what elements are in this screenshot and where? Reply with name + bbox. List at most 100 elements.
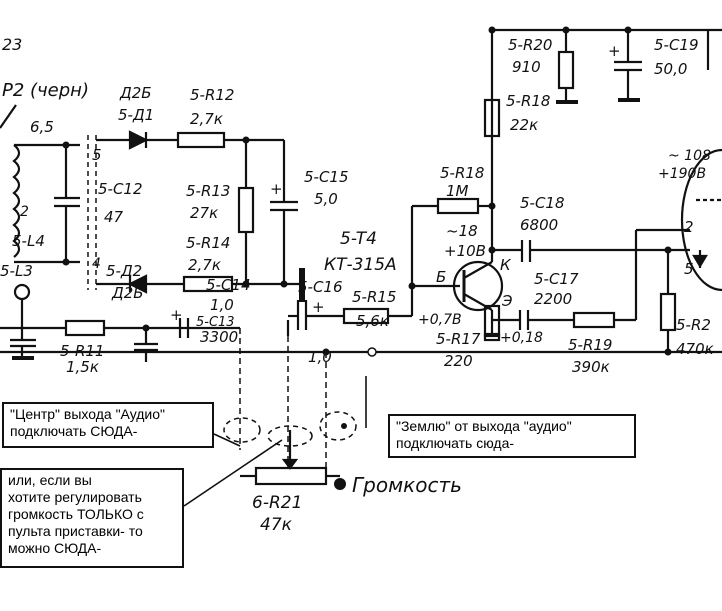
volume-label: Громкость <box>352 473 462 497</box>
note-center-connection: "Центр" выхода "Аудио" подключать СЮДА- <box>2 402 214 448</box>
resistor-r17-cap <box>483 332 501 338</box>
r21-value: 47к <box>260 515 293 535</box>
coil-tap-label: 4 <box>92 256 101 272</box>
c18-value: 6800 <box>520 216 558 234</box>
r18-22k-value: 22к <box>510 116 538 134</box>
resistor-r18-1m <box>436 197 480 215</box>
junction <box>664 246 672 254</box>
junction <box>488 202 496 210</box>
tube-voltage-dc: +190В <box>658 166 706 182</box>
note-line: или, если вы <box>8 472 92 488</box>
note-alt-connection: или, если вы хотите регулировать громкос… <box>0 468 184 568</box>
c15-value: 5,0 <box>314 190 338 208</box>
r11-value: 1,5к <box>66 358 99 376</box>
l3-ref: 5-L3 <box>0 262 33 280</box>
c13-ref: 5-C13 <box>196 315 235 330</box>
t4-ref: 5-T4 <box>340 229 377 249</box>
junction <box>488 26 496 34</box>
polarity-plus: + <box>608 42 621 60</box>
r15-ref: 5-R15 <box>352 288 396 306</box>
note-ground-connection: "Землю" от выхода "аудио" подключать сюд… <box>388 414 636 458</box>
resistor-r20 <box>557 50 575 90</box>
coil-tap-label: 5 <box>92 146 102 164</box>
r21-ref: 6-R21 <box>252 493 302 513</box>
coil-tap-label: 6,5 <box>30 118 54 136</box>
tube-pin-label: 2 <box>684 218 694 236</box>
c12-ref: 5-C12 <box>98 180 143 198</box>
junction <box>664 348 672 356</box>
c15-ref: 5-C15 <box>304 168 349 186</box>
r2x-ref: 5-R2 <box>676 316 711 334</box>
r13-ref: 5-R13 <box>186 182 230 200</box>
l3-terminal <box>13 283 31 301</box>
junction <box>62 258 70 266</box>
junction <box>408 282 416 290</box>
polarity-plus: + <box>170 306 183 324</box>
c12-value: 47 <box>104 208 124 226</box>
junction <box>142 324 150 332</box>
r20-ref: 5-R20 <box>508 36 552 54</box>
transistor-t4 <box>452 260 504 312</box>
d2-ref: 5-Д2 <box>106 262 142 280</box>
r20-value: 910 <box>512 58 541 76</box>
r13-value: 27к <box>190 204 218 222</box>
pin-emitter: Э <box>501 292 513 310</box>
junction <box>624 26 632 34</box>
d1-ref: 5-Д1 <box>118 106 154 124</box>
sheet-label: 23 <box>2 35 22 54</box>
base-voltage: +0,7В <box>418 312 462 328</box>
resistor-r13 <box>237 186 255 234</box>
labels: 23 P2 (черн) 6,5 5 2 4 5-L4 5-C12 47 Д2Б… <box>0 35 714 535</box>
connection-point-center <box>223 417 261 443</box>
c14-value: 1,0 <box>210 296 234 314</box>
junction-dots <box>62 26 672 490</box>
c19-value: 50,0 <box>654 60 687 78</box>
c17-value: 2200 <box>534 290 572 308</box>
pointer-line <box>183 439 283 507</box>
junction <box>62 141 70 149</box>
l4-ref: 5-L4 <box>12 232 45 250</box>
junction <box>562 26 570 34</box>
note-line: "Центр" выхода "Аудио" <box>10 406 165 422</box>
note-line: "Землю" от выхода "аудио" <box>396 418 572 434</box>
connection-point-ground <box>319 411 357 441</box>
junction <box>242 280 250 288</box>
r18-1m-ref: 5-R18 <box>440 164 484 182</box>
tube-cathode-mark <box>692 254 708 269</box>
c13-value: 3300 <box>200 328 238 346</box>
d1-type: Д2Б <box>119 84 152 102</box>
note-line: громкость ТОЛЬКО с <box>8 506 144 522</box>
tube-envelope <box>680 148 722 292</box>
c17-ref: 5-C17 <box>534 270 579 288</box>
c16-value: 1,0 <box>308 348 332 366</box>
collector-voltage-dc: +10В <box>444 242 486 260</box>
junction <box>322 348 330 356</box>
transistor-emitter <box>463 293 493 311</box>
r18-1m-value: 1М <box>446 182 469 200</box>
junction <box>488 246 496 254</box>
transistor-collector <box>463 261 493 279</box>
d2-type: Д2Б <box>111 284 144 302</box>
note-line: подключать СЮДА- <box>10 423 138 439</box>
junction <box>242 136 250 144</box>
pin-base: Б <box>436 268 446 286</box>
wiper-arrow <box>281 458 299 470</box>
r17-ref: 5-R17 <box>436 330 481 348</box>
wires <box>0 28 722 507</box>
pointer-line <box>213 433 241 447</box>
connector-arrow <box>0 104 17 129</box>
resistor-r11 <box>64 319 106 337</box>
terminal <box>367 347 377 357</box>
resistor-r18-22k <box>483 98 501 138</box>
note-line: подключать сюда- <box>396 435 515 451</box>
note-line: пульта приставки- то <box>8 523 143 539</box>
junction <box>280 280 288 288</box>
c14-ref: 5-C14 <box>206 276 251 294</box>
pin-collector: К <box>500 256 512 274</box>
connector-label: P2 (черн) <box>2 80 89 101</box>
note-line: хотите регулировать <box>8 489 142 505</box>
r14-ref: 5-R14 <box>186 234 230 252</box>
resistor-r19 <box>572 311 616 329</box>
note-line: можно СЮДА- <box>8 540 102 556</box>
